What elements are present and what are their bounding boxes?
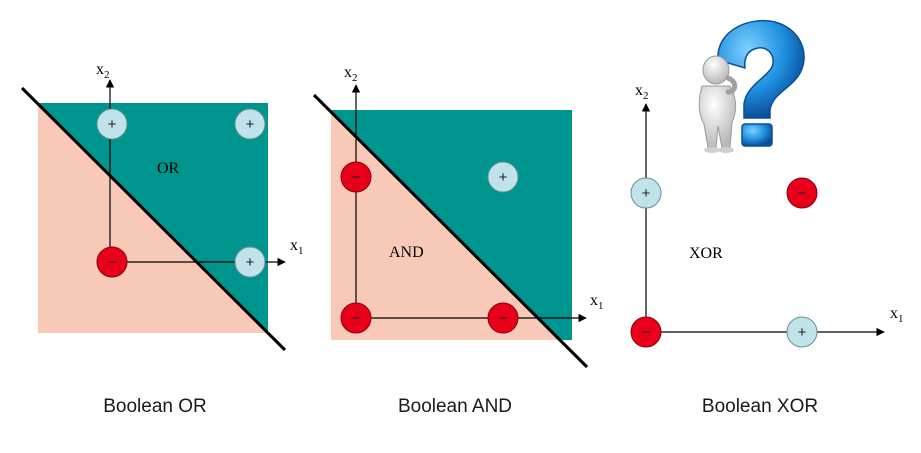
and-point-1-1-positive: + — [487, 161, 519, 193]
svg-text:+: + — [108, 116, 117, 133]
panel-and: x2 x1 AND + − − − Boolean AND — [312, 64, 604, 417]
svg-text:−: − — [798, 185, 807, 202]
or-caption: Boolean OR — [103, 396, 207, 417]
svg-text:+: + — [246, 116, 255, 133]
svg-text:−: − — [108, 254, 117, 271]
svg-text:+: + — [499, 169, 508, 186]
and-point-0-0-negative: − — [340, 302, 372, 334]
xor-point-0-0-negative: − — [630, 316, 662, 348]
and-x2-label: x2 — [344, 64, 358, 84]
and-x1-label: x1 — [590, 292, 604, 312]
or-x1-label: x1 — [290, 237, 304, 257]
or-point-1-0-positive: + — [234, 246, 266, 278]
svg-text:+: + — [642, 185, 651, 202]
xor-point-0-1-positive: + — [630, 177, 662, 209]
panel-xor: x2 x1 XOR + − − + Boolean XOR — [630, 82, 904, 417]
xor-x2-label: x2 — [635, 82, 649, 102]
xor-caption: Boolean XOR — [702, 396, 818, 417]
svg-text:−: − — [352, 169, 361, 186]
xor-point-1-0-positive: + — [786, 316, 818, 348]
svg-text:+: + — [798, 324, 807, 341]
and-point-0-1-negative: − — [340, 161, 372, 193]
svg-text:+: + — [246, 254, 255, 271]
thinking-figure-with-question-mark-icon — [698, 20, 805, 153]
svg-text:−: − — [499, 310, 508, 327]
svg-text:−: − — [642, 324, 651, 341]
or-point-0-0-negative: − — [96, 246, 128, 278]
and-caption: Boolean AND — [398, 396, 512, 417]
panel-or: x2 x1 OR + + + − Boolean OR — [20, 61, 304, 417]
or-decision-line — [20, 86, 287, 352]
and-decision-line — [312, 93, 589, 369]
xor-x1-label: x1 — [890, 305, 904, 325]
or-point-0-1-positive: + — [96, 108, 128, 140]
or-x2-label: x2 — [96, 61, 110, 81]
or-point-1-1-positive: + — [234, 108, 266, 140]
xor-region-label: XOR — [689, 245, 723, 262]
and-region-label: AND — [389, 244, 424, 261]
xor-point-1-1-negative: − — [786, 177, 818, 209]
svg-text:−: − — [352, 310, 361, 327]
or-region-label: OR — [157, 160, 180, 177]
and-point-1-0-negative: − — [487, 302, 519, 334]
